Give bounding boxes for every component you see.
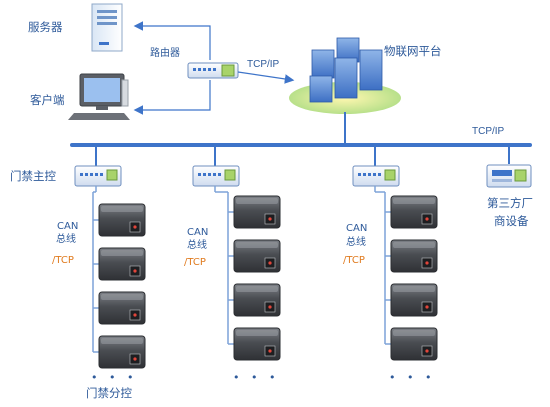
- iot-platform-icon: [289, 37, 401, 114]
- main-controller-label: 门禁主控: [10, 169, 56, 183]
- door-sub-controller-icon: [233, 195, 281, 229]
- tcp-label: /TCP: [52, 255, 74, 266]
- access-controller-icon: [192, 165, 240, 187]
- access-controller-icon: [352, 165, 400, 187]
- can-label: CAN: [346, 223, 368, 234]
- can-label: CAN: [57, 221, 79, 232]
- bus-label: TCP/IP: [472, 126, 505, 137]
- door-sub-controller-icon: [390, 327, 438, 361]
- door-sub-controller-icon: [390, 195, 438, 229]
- door-sub-controller-icon: [233, 239, 281, 273]
- door-sub-controller-icon: [98, 291, 146, 325]
- router-link-label: TCP/IP: [247, 59, 280, 70]
- door-sub-controller-icon: [98, 247, 146, 281]
- ellipsis: • • •: [233, 371, 280, 384]
- can-bus-label: 总线: [56, 234, 76, 245]
- server-icon: [91, 3, 123, 52]
- door-sub-controller-icon: [98, 335, 146, 369]
- can-label: CAN: [187, 227, 209, 238]
- sub-controller-label: 门禁分控: [86, 386, 132, 400]
- door-sub-controller-icon: [98, 203, 146, 237]
- door-sub-controller-icon: [233, 327, 281, 361]
- ellipsis: • • •: [91, 371, 138, 384]
- tcp-label: /TCP: [184, 257, 206, 268]
- router-label: 路由器: [150, 48, 180, 59]
- server-label: 服务器: [28, 20, 63, 34]
- can-bus-label: 总线: [187, 240, 207, 251]
- tcp-label: /TCP: [343, 255, 365, 266]
- client-label: 客户端: [30, 93, 65, 107]
- platform-label: 物联网平台: [384, 44, 442, 58]
- door-sub-controller-icon: [233, 283, 281, 317]
- door-sub-controller-icon: [390, 283, 438, 317]
- door-sub-controller-icon: [390, 239, 438, 273]
- third-party-label-line1: 第三方厂: [487, 196, 533, 210]
- ellipsis: • • •: [389, 371, 436, 384]
- can-bus-label: 总线: [346, 237, 366, 248]
- access-controller-icon: [74, 165, 122, 187]
- router-icon: [187, 62, 239, 79]
- third-party-label-line2: 商设备: [494, 214, 529, 228]
- computer-icon: [68, 73, 130, 120]
- third-party-device-icon: [486, 164, 532, 188]
